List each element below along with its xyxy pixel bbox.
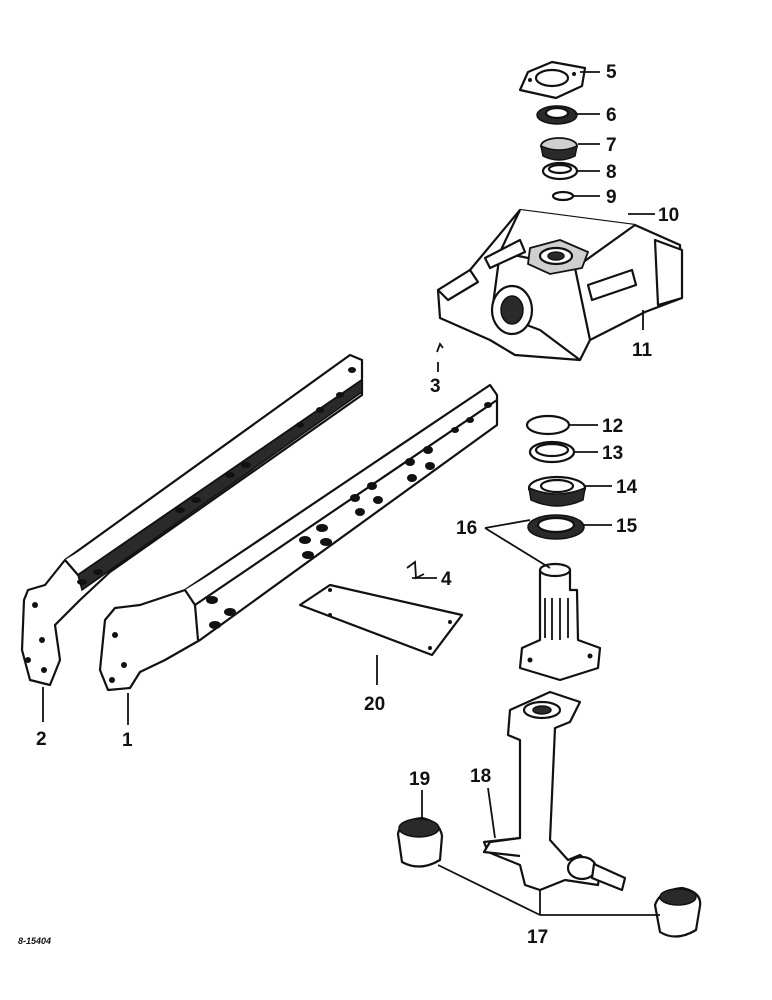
callout-labels: 5 6 7 8 9 10 11 3 12 13 14 15 16 4 2 1 2… bbox=[36, 62, 679, 948]
callout-12: 12 bbox=[602, 416, 623, 437]
part-8-cup bbox=[541, 161, 579, 181]
callout-16: 16 bbox=[456, 518, 477, 539]
part-6-seal bbox=[536, 105, 578, 125]
part-9-ring bbox=[551, 190, 575, 202]
leader-lines bbox=[42, 71, 660, 916]
part-13-seal bbox=[528, 440, 576, 464]
part-19-dust-cap bbox=[396, 816, 444, 868]
callout-4: 4 bbox=[441, 569, 452, 590]
part-14-bearing bbox=[527, 475, 587, 507]
part-1-rail bbox=[98, 383, 499, 692]
callout-5: 5 bbox=[606, 62, 617, 83]
part-17-dust-cap bbox=[653, 886, 702, 938]
callout-19: 19 bbox=[409, 769, 430, 790]
part-2-rail bbox=[20, 353, 364, 687]
callout-7: 7 bbox=[606, 135, 617, 156]
callout-2: 2 bbox=[36, 729, 47, 750]
callout-15: 15 bbox=[616, 516, 638, 537]
callout-11: 11 bbox=[632, 340, 653, 361]
callout-1: 1 bbox=[122, 730, 133, 751]
callout-18: 18 bbox=[470, 766, 491, 787]
part-10-11-housing bbox=[436, 208, 684, 362]
part-7-bearing bbox=[539, 137, 579, 161]
part-4-clip bbox=[406, 560, 425, 580]
callout-8: 8 bbox=[606, 162, 617, 183]
part-12-ring bbox=[525, 414, 571, 436]
callout-14: 14 bbox=[616, 477, 638, 498]
part-15-cup bbox=[527, 514, 585, 540]
callout-10: 10 bbox=[658, 205, 679, 226]
part-18-knuckle bbox=[482, 690, 627, 892]
part-16-spindle bbox=[518, 562, 602, 682]
part-3-pin bbox=[436, 342, 444, 353]
callout-3: 3 bbox=[430, 376, 441, 397]
callout-13: 13 bbox=[602, 443, 623, 464]
callout-6: 6 bbox=[606, 105, 617, 126]
part-5-cap bbox=[518, 60, 587, 100]
reference-code: 8-15404 bbox=[18, 936, 51, 946]
part-20-plate bbox=[298, 583, 464, 657]
callout-20: 20 bbox=[364, 694, 385, 715]
callout-9: 9 bbox=[606, 187, 617, 208]
callout-17: 17 bbox=[527, 927, 548, 948]
